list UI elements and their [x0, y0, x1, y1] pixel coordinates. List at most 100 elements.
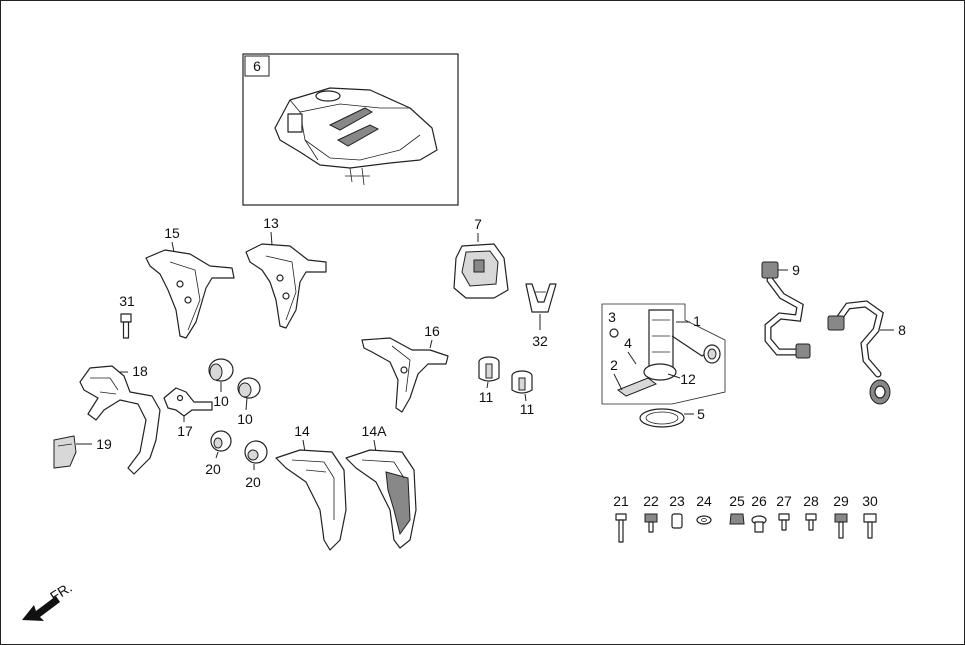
part-25-label[interactable]: 25 — [729, 493, 745, 509]
rear-frame-18-icon[interactable] — [79, 365, 161, 475]
bolt-29-icon[interactable] — [834, 513, 848, 539]
cover-19-icon[interactable] — [53, 435, 77, 469]
bolt-31-icon[interactable] — [120, 313, 132, 339]
clip-25-icon[interactable] — [729, 513, 745, 525]
fuel-cap-cover-icon[interactable] — [453, 243, 509, 299]
bracket-16-icon[interactable] — [361, 337, 449, 413]
part-32-label[interactable]: 32 — [532, 333, 548, 349]
part-3-label[interactable]: 3 — [608, 309, 616, 325]
part-17-group: 17 — [163, 387, 213, 439]
part-8-label[interactable]: 8 — [898, 322, 906, 338]
part-11a-leader — [486, 381, 489, 389]
grommet-20b-icon[interactable] — [244, 440, 268, 464]
part-20b-group: 20 — [244, 440, 268, 490]
part-24-label[interactable]: 24 — [696, 493, 712, 509]
rivet-26-icon[interactable] — [751, 515, 767, 533]
part-32-group: 32 — [525, 283, 557, 349]
part-11b-label[interactable]: 11 — [520, 401, 535, 417]
fuel-pump-callout-box — [601, 303, 726, 405]
hose-8-icon[interactable] — [827, 300, 891, 405]
gasket-5-icon[interactable] — [639, 408, 685, 428]
part-10a-label[interactable]: 10 — [213, 393, 229, 409]
part-6-label-box — [244, 55, 270, 77]
part-11b-leader — [524, 393, 527, 402]
part-6-label[interactable]: 6 — [253, 58, 261, 74]
part-20a-group: 20 — [205, 430, 232, 477]
screw-27-icon[interactable] — [778, 513, 790, 531]
part-12-label[interactable]: 12 — [680, 371, 696, 387]
part-20a-label[interactable]: 20 — [205, 461, 221, 477]
part-27-label[interactable]: 27 — [776, 493, 792, 509]
part-11b-group: 11 — [511, 370, 535, 417]
fuel-pump-icon[interactable] — [616, 309, 721, 397]
part-2-label[interactable]: 2 — [610, 357, 618, 373]
part-12-leader — [667, 373, 681, 379]
bushing-11b-icon[interactable] — [511, 370, 533, 394]
grommet-20a-icon[interactable] — [210, 430, 232, 452]
part-11a-label[interactable]: 11 — [479, 389, 494, 405]
fasteners-row: 21 22 23 24 25 26 27 — [613, 493, 878, 543]
part-22-label[interactable]: 22 — [643, 493, 659, 509]
part-16-group: 16 — [361, 323, 449, 413]
side-panel-14a-icon[interactable] — [345, 449, 417, 549]
part-31-group: 31 — [119, 293, 135, 339]
bracket-17-icon[interactable] — [163, 387, 213, 417]
clip-32-icon[interactable] — [525, 283, 557, 313]
collar-23-icon[interactable] — [671, 513, 683, 529]
part-9-label[interactable]: 9 — [792, 262, 800, 278]
part-8-group: 8 — [827, 300, 906, 405]
part-16-label[interactable]: 16 — [424, 323, 440, 339]
part-15-group: 15 — [145, 225, 235, 339]
part-18-group: 18 — [79, 363, 161, 475]
front-indicator: FR. — [22, 579, 75, 621]
part-11a-group: 11 — [478, 356, 500, 405]
nut-3-icon[interactable] — [609, 328, 619, 338]
part-20b-label[interactable]: 20 — [245, 474, 261, 490]
damper-10a-icon[interactable] — [208, 358, 234, 382]
part-19-group: 19 — [53, 435, 112, 469]
bracket-15-icon[interactable] — [145, 249, 235, 339]
part-19-label[interactable]: 19 — [96, 436, 112, 452]
front-arrow-icon — [22, 596, 60, 621]
part-13-label[interactable]: 13 — [263, 215, 279, 231]
part-10a-group: 10 — [208, 358, 234, 409]
part-31-label[interactable]: 31 — [119, 293, 135, 309]
part-26-label[interactable]: 26 — [751, 493, 767, 509]
part-28-label[interactable]: 28 — [803, 493, 819, 509]
part-10b-leader — [245, 397, 248, 411]
part-4-label[interactable]: 4 — [624, 335, 632, 351]
part-30-label[interactable]: 30 — [862, 493, 878, 509]
damper-10b-icon[interactable] — [237, 377, 261, 399]
part-7-group: 7 — [453, 216, 509, 299]
part-10b-group: 10 — [237, 377, 261, 427]
part-7-label[interactable]: 7 — [474, 216, 482, 232]
hose-9-icon[interactable] — [761, 261, 811, 359]
fuel-tank-icon[interactable] — [274, 87, 438, 186]
part-20a-leader — [215, 451, 219, 459]
part-16-leader — [429, 339, 433, 349]
part-21-label[interactable]: 21 — [613, 493, 629, 509]
part-13-group: 13 — [245, 215, 327, 329]
fuel-tank-group: 6 — [242, 53, 459, 206]
part-1-label[interactable]: 1 — [693, 313, 701, 329]
part-10b-label[interactable]: 10 — [237, 411, 253, 427]
part-17-label[interactable]: 17 — [177, 423, 193, 439]
bolt-22-icon[interactable] — [644, 513, 658, 533]
part-23-label[interactable]: 23 — [669, 493, 685, 509]
fuel-pump-group: 1 3 4 2 12 5 — [601, 303, 726, 428]
part-14a-label[interactable]: 14A — [362, 423, 388, 439]
bolt-21-icon[interactable] — [615, 513, 627, 543]
part-18-label[interactable]: 18 — [132, 363, 148, 379]
bolt-30-icon[interactable] — [863, 513, 877, 539]
part-14-label[interactable]: 14 — [294, 423, 310, 439]
part-9-group: 9 — [761, 261, 811, 359]
side-panel-14-icon[interactable] — [275, 449, 347, 551]
part-15-label[interactable]: 15 — [164, 225, 180, 241]
washer-24-icon[interactable] — [696, 515, 712, 525]
screw-28-icon[interactable] — [805, 513, 817, 531]
bracket-13-icon[interactable] — [245, 243, 327, 329]
bushing-11a-icon[interactable] — [478, 356, 500, 382]
part-29-label[interactable]: 29 — [833, 493, 849, 509]
part-5-label[interactable]: 5 — [697, 406, 705, 422]
